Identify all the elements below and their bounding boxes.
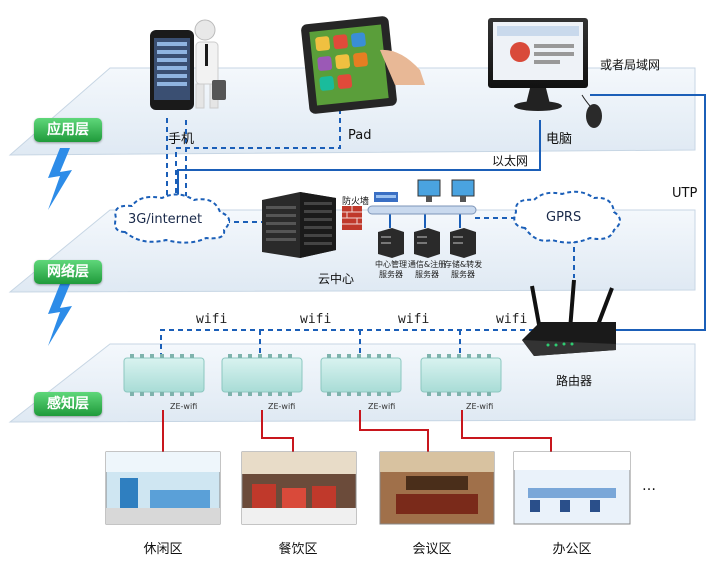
firewall-icon (342, 206, 362, 230)
office-zone-image (513, 451, 631, 525)
router-icon (522, 279, 616, 356)
server-label: 通信&注册服务器 (407, 260, 447, 279)
server-icon (378, 228, 404, 258)
server-icon (450, 228, 476, 258)
zone-label: 会议区 (412, 542, 452, 557)
more-indicator: … (642, 478, 656, 494)
zone-label: 办公区 (552, 542, 592, 557)
phone-icon (150, 19, 226, 110)
zone-connectors (162, 410, 552, 452)
perception-layer-label: 感知层 (34, 392, 102, 416)
application-layer-label: 应用层 (34, 118, 102, 142)
utp-label: UTP (672, 186, 698, 201)
phone-label: 手机 (168, 132, 195, 147)
internet-label: 3G/internet (128, 212, 203, 227)
pad-label: Pad (348, 128, 372, 143)
monitor-icon (451, 179, 475, 202)
gateway-label: ZE-wifi (170, 402, 198, 411)
wifi-label: wifi (196, 312, 228, 327)
gateway-label: ZE-wifi (368, 402, 396, 411)
meeting-zone-image (379, 451, 495, 525)
lightning-icon (48, 148, 72, 210)
monitor-icon (417, 179, 441, 202)
pc-label: 电脑 (546, 132, 573, 147)
server-label: 中心管理服务器 (375, 260, 407, 279)
connector-lines (160, 94, 706, 358)
zone-label: 休闲区 (143, 542, 183, 557)
switch-icon (374, 192, 398, 202)
computer-icon (488, 18, 602, 128)
server-label: 存储&转发服务器 (443, 260, 483, 279)
internet-cloud-icon (114, 193, 231, 244)
firewall-label: 防火墙 (342, 197, 370, 207)
network-layer-label: 网络层 (34, 260, 102, 284)
wifi-label: wifi (496, 312, 528, 327)
lan-label: 或者局域网 (600, 58, 661, 72)
network-bus (367, 205, 477, 215)
lounge-zone-image (105, 451, 221, 525)
dining-zone-image (241, 451, 357, 525)
router-label: 路由器 (556, 374, 593, 388)
cloud-center-label: 云中心 (318, 272, 355, 286)
lightning-icon (48, 284, 72, 346)
server-icon (414, 228, 440, 258)
gateway-icon (123, 354, 205, 396)
wifi-label: wifi (300, 312, 332, 327)
gateway-label: ZE-wifi (466, 402, 494, 411)
zone-label: 餐饮区 (278, 542, 318, 557)
wifi-label: wifi (398, 312, 430, 327)
gprs-cloud-icon (513, 190, 621, 244)
gateway-icon (420, 354, 502, 396)
gateway-icon (320, 354, 402, 396)
gprs-label: GPRS (546, 210, 582, 225)
gateway-label: ZE-wifi (268, 402, 296, 411)
gateway-icon (221, 354, 303, 396)
server-rack-icon (262, 192, 336, 258)
ethernet-label: 以太网 (492, 154, 529, 168)
tablet-icon (301, 16, 425, 114)
